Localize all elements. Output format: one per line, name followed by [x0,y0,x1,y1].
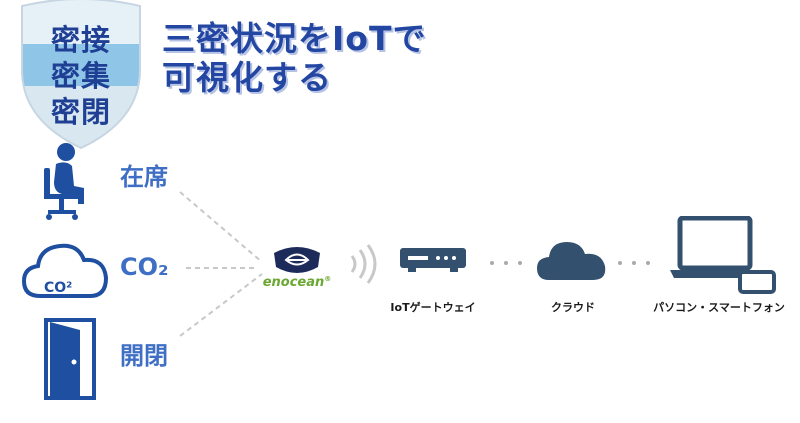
person-on-chair-icon [44,143,84,220]
wireless-signal-icon [350,244,377,284]
sensor-label-co2: CO₂ [120,253,169,281]
shield-text-1: 密接 [50,23,111,57]
enocean-logo-icon [274,247,320,273]
co2-icon-text: CO² [44,280,73,296]
enocean-logo-text: enocean® [262,275,332,290]
node-label-cloud: クラウド [551,301,595,314]
sensor-label-door: 開閉 [120,342,168,370]
sensor-label-presence: 在席 [120,163,168,191]
shield-text-2: 密集 [50,59,111,93]
shield-icon [21,0,141,150]
shield-text-3: 密閉 [50,95,111,129]
node-label-devices: パソコン・スマートフォン [653,301,785,314]
co2-cloud-icon [21,243,109,298]
title-line-2: 可視化する [162,58,332,97]
cloud-icon [537,242,606,280]
node-label-gateway: IoTゲートウェイ [390,301,476,314]
gateway-icon [400,248,466,272]
laptop-phone-icon [670,216,776,294]
title-line-1: 三密状況をIoTで [162,19,427,58]
door-icon [44,318,96,400]
